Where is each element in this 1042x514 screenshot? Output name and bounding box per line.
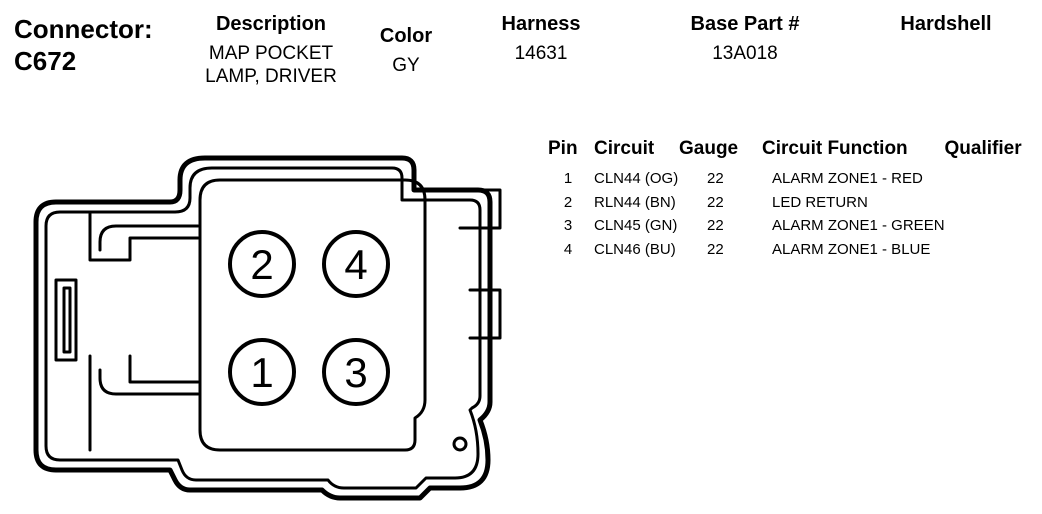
lock-tab-middle: [468, 288, 502, 340]
connector-face-diagram: 2 4 1 3: [33, 155, 502, 501]
column-header-pin: Pin: [548, 138, 578, 159]
column-header-circuit-function: Circuit Function: [762, 138, 908, 159]
cavity-4: [322, 230, 390, 298]
cavity-3: [322, 338, 390, 406]
color-header: Color: [379, 25, 433, 47]
connector-label: Connector:: [14, 14, 153, 44]
lock-tab-upper: [458, 188, 502, 230]
cavity-1: [228, 338, 296, 406]
column-header-circuit: Circuit: [594, 138, 655, 159]
housing-inner-outline: [44, 166, 482, 490]
cell-pin: 2: [563, 193, 573, 211]
table-row: 4 CLN46 (BU) 22 ALARM ZONE1 - BLUE: [548, 238, 1035, 262]
cell-gauge: 22: [707, 193, 724, 211]
cell-qualifier: [945, 238, 1035, 262]
description-line1: MAP POCKET: [208, 43, 334, 64]
color-value: GY: [392, 55, 420, 76]
harness-value: 14631: [514, 43, 568, 64]
cell-qualifier: [945, 214, 1035, 238]
pin-table: Pin Circuit Gauge Circuit Function Quali…: [548, 138, 1035, 261]
cell-pin: 4: [563, 240, 573, 258]
cell-circuit-function: ALARM ZONE1 - RED: [772, 170, 923, 188]
column-header-qualifier: Qualifier: [944, 138, 1022, 159]
table-row: 2 RLN44 (BN) 22 LED RETURN: [548, 191, 1035, 215]
cavity-2: [228, 230, 296, 298]
cavity-block: [198, 178, 427, 452]
cell-qualifier: [945, 167, 1035, 191]
cell-gauge: 22: [707, 217, 724, 235]
cell-gauge: 22: [707, 170, 724, 188]
cell-circuit: CLN44 (OG): [594, 170, 679, 188]
latch-left: [54, 278, 78, 362]
cell-qualifier: [945, 191, 1035, 215]
table-row: 3 CLN45 (GN) 22 ALARM ZONE1 - GREEN: [548, 214, 1035, 238]
column-header-gauge: Gauge: [679, 138, 739, 159]
cell-circuit: CLN45 (GN): [594, 217, 678, 235]
cavity-label: 1: [250, 349, 273, 396]
connector-id: C672: [14, 46, 77, 76]
cell-gauge: 22: [707, 240, 724, 258]
cell-circuit-function: ALARM ZONE1 - GREEN: [772, 217, 945, 235]
cavity-label: 4: [344, 241, 367, 288]
polarizing-key: [452, 436, 468, 452]
cell-circuit-function: ALARM ZONE1 - BLUE: [772, 240, 931, 258]
base-part-value: 13A018: [712, 43, 778, 64]
base-part-header: Base Part #: [690, 13, 800, 35]
terminal-channel-upper: [88, 212, 200, 262]
cavity-label: 3: [344, 349, 367, 396]
hardshell-header: Hardshell: [900, 13, 992, 35]
housing-outline: [33, 155, 493, 501]
harness-header: Harness: [501, 13, 581, 35]
cell-circuit: RLN44 (BN): [594, 193, 676, 211]
cell-circuit-function: LED RETURN: [772, 193, 868, 211]
cell-pin: 1: [563, 170, 573, 188]
cell-circuit: CLN46 (BU): [594, 240, 676, 258]
cavity-label: 2: [250, 241, 273, 288]
terminal-channel-lower: [88, 354, 200, 452]
pin-table-header-row: Pin Circuit Gauge Circuit Function Quali…: [548, 138, 1035, 167]
description-line2: LAMP, DRIVER: [205, 66, 337, 87]
table-row: 1 CLN44 (OG) 22 ALARM ZONE1 - RED: [548, 167, 1035, 191]
description-header: Description: [215, 13, 327, 35]
cell-pin: 3: [563, 217, 573, 235]
